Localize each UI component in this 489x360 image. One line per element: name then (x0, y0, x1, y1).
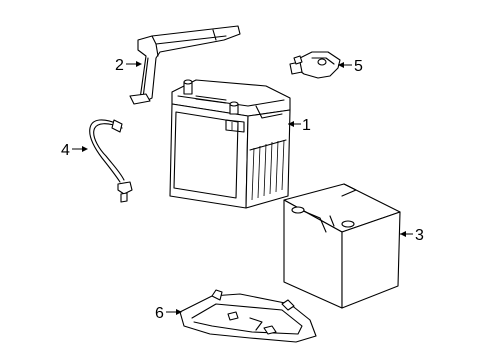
callout-number: 5 (354, 58, 363, 75)
callout-5: 5 (338, 58, 363, 75)
callout-number: 2 (115, 57, 124, 74)
hold-down-clamp (129, 25, 241, 105)
callout-1: 1 (288, 117, 311, 134)
callout-number: 4 (61, 142, 70, 159)
callout-number: 6 (155, 305, 164, 322)
callout-number: 3 (415, 227, 424, 244)
callout-2: 2 (115, 57, 142, 74)
battery (169, 79, 291, 209)
callout-3: 3 (400, 227, 424, 244)
battery-insulator (283, 183, 401, 309)
callout-6: 6 (155, 305, 182, 322)
callout-4: 4 (61, 142, 88, 159)
vent-tube (89, 119, 133, 203)
callout-number: 1 (302, 117, 311, 134)
battery-tray (179, 289, 317, 343)
battery-terminal (289, 51, 341, 79)
